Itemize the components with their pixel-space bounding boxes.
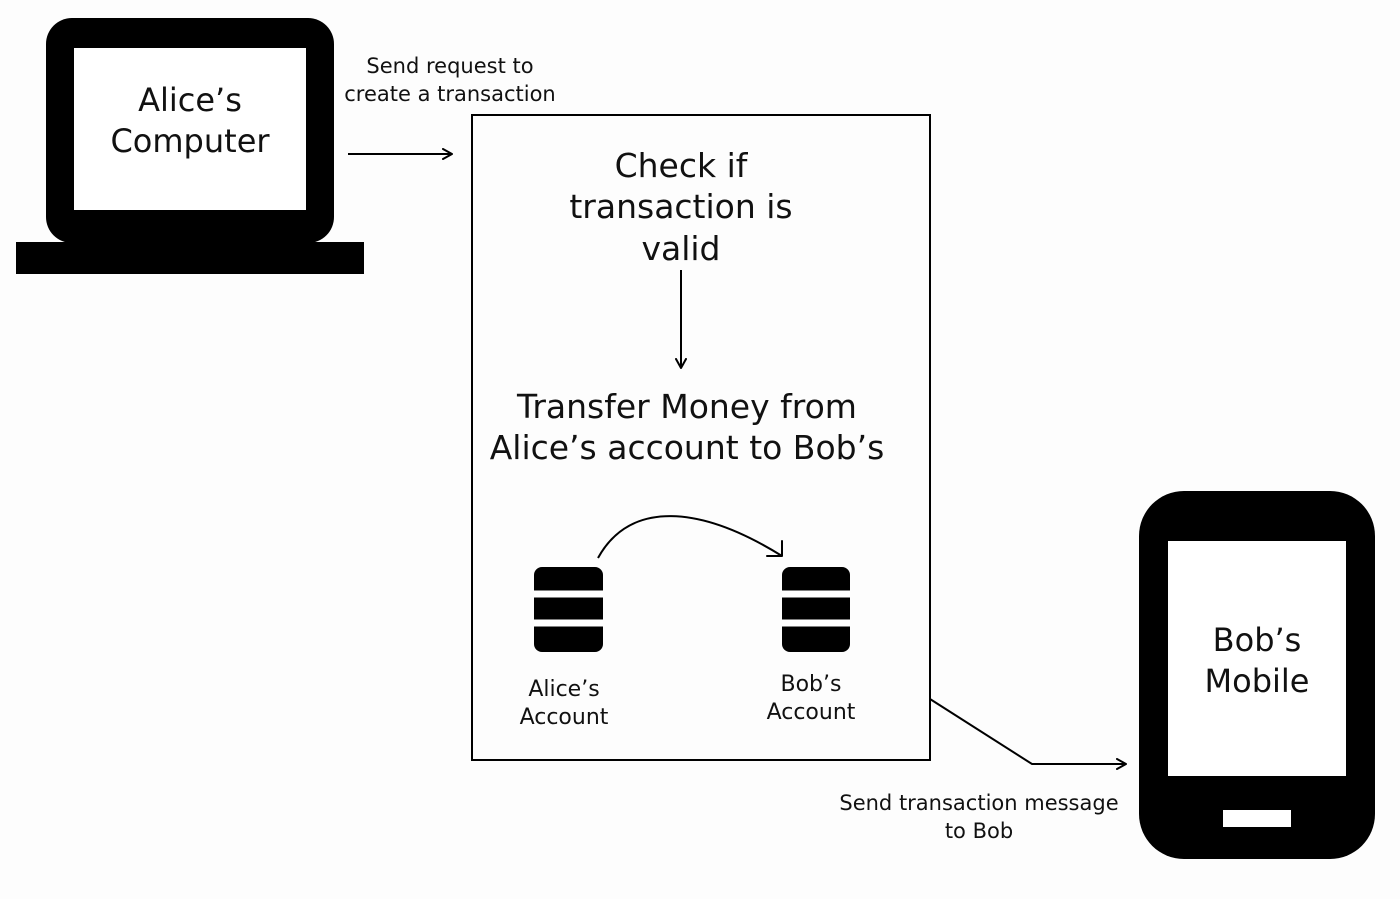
alice-computer-label: Alice’s Computer (110, 81, 270, 160)
message-arrow (929, 698, 1127, 770)
request-label: Send request to create a transaction (344, 54, 556, 106)
laptop-icon (16, 18, 364, 274)
message-label: Send transaction message to Bob (839, 791, 1119, 843)
transfer-step-label: Transfer Money from Alice’s account to B… (489, 387, 885, 468)
bob-account-label: Bob’s Account (766, 672, 856, 726)
money-transfer-arrow (597, 515, 783, 559)
transaction-processing-box (471, 114, 931, 761)
alice-account-label: Alice’s Account (519, 677, 609, 731)
money-transfer-arrowhead (766, 540, 783, 557)
alice-database-icon (534, 567, 603, 652)
bob-database-icon (782, 567, 850, 652)
bob-mobile-label: Bob’s Mobile (1204, 621, 1310, 700)
validation-step-label: Check if transaction is valid (569, 146, 793, 268)
smartphone-icon (1139, 491, 1375, 859)
